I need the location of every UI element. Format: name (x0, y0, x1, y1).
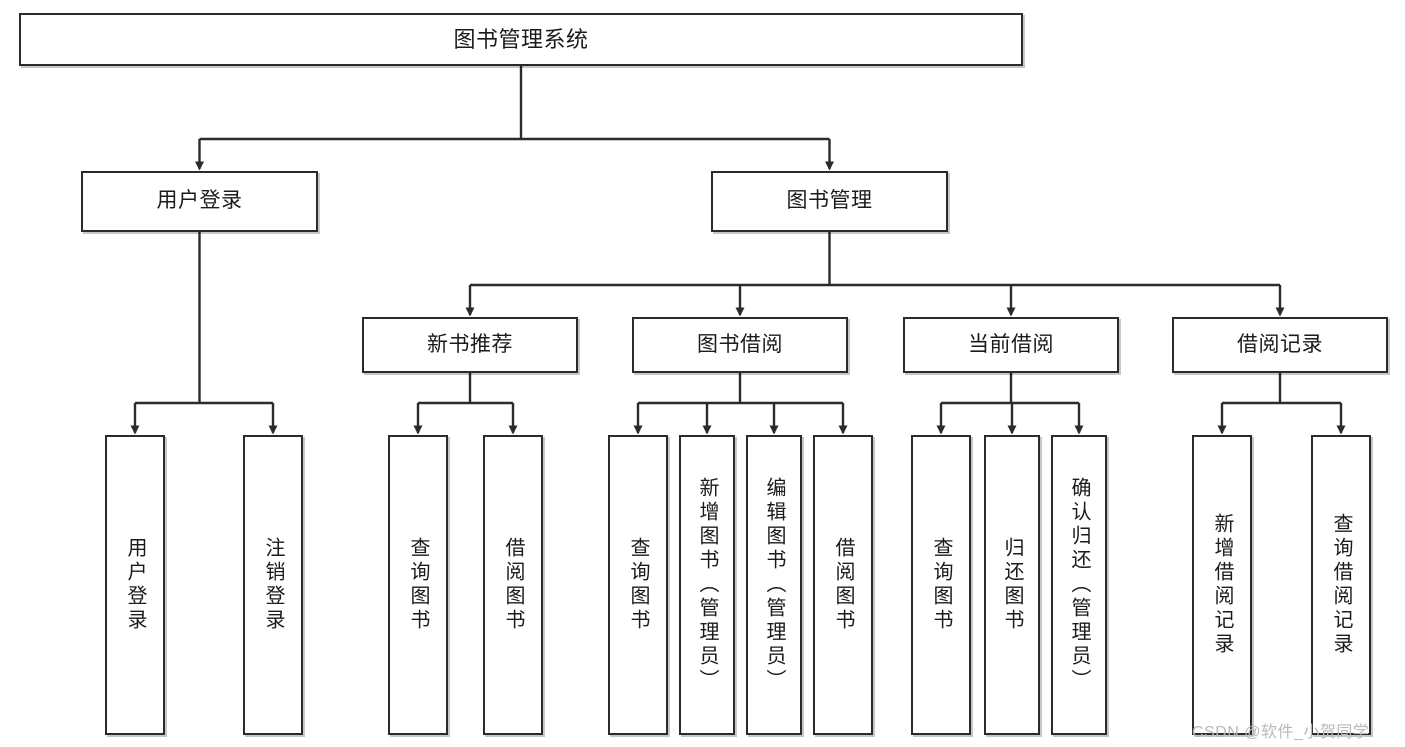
node-leaf-user-logout[interactable]: 注销登录 (243, 435, 303, 735)
node-label-leaf-br-add: 新增借阅记录 (1211, 513, 1233, 657)
node-leaf-cb-return[interactable]: 归还图书 (984, 435, 1040, 735)
node-leaf-bb-edit[interactable]: 编辑图书（管理员） (746, 435, 802, 735)
node-leaf-rec-query[interactable]: 查询图书 (388, 435, 448, 735)
node-label-book-borrow: 图书借阅 (697, 332, 783, 356)
node-label-leaf-cb-query: 查询图书 (930, 537, 952, 633)
node-current-borrow[interactable]: 当前借阅 (903, 317, 1119, 373)
node-leaf-rec-borrow[interactable]: 借阅图书 (483, 435, 543, 735)
node-label-root: 图书管理系统 (453, 26, 589, 52)
node-user-login[interactable]: 用户登录 (81, 171, 318, 232)
node-label-borrow-record: 借阅记录 (1237, 332, 1323, 356)
node-leaf-cb-query[interactable]: 查询图书 (911, 435, 971, 735)
csdn-watermark: CSDN @软件_小贺同学 (1192, 724, 1370, 741)
node-label-leaf-rec-borrow: 借阅图书 (502, 537, 524, 633)
node-label-leaf-cb-confirm: 确认归还（管理员） (1068, 477, 1090, 693)
node-leaf-bb-add[interactable]: 新增图书（管理员） (679, 435, 735, 735)
node-label-leaf-bb-edit: 编辑图书（管理员） (763, 477, 785, 693)
node-leaf-bb-borrow[interactable]: 借阅图书 (813, 435, 873, 735)
node-borrow-record[interactable]: 借阅记录 (1172, 317, 1388, 373)
node-label-leaf-user-login: 用户登录 (124, 537, 146, 633)
node-leaf-bb-query[interactable]: 查询图书 (608, 435, 668, 735)
node-label-leaf-br-query: 查询借阅记录 (1330, 513, 1352, 657)
node-label-leaf-user-logout: 注销登录 (262, 537, 284, 633)
node-book-borrow[interactable]: 图书借阅 (632, 317, 848, 373)
node-new-book-rec[interactable]: 新书推荐 (362, 317, 578, 373)
node-label-leaf-rec-query: 查询图书 (407, 537, 429, 633)
node-leaf-br-add[interactable]: 新增借阅记录 (1192, 435, 1252, 735)
node-label-current-borrow: 当前借阅 (968, 332, 1054, 356)
node-root[interactable]: 图书管理系统 (19, 13, 1023, 66)
node-label-leaf-cb-return: 归还图书 (1001, 537, 1023, 633)
node-book-mgmt[interactable]: 图书管理 (711, 171, 948, 232)
node-label-leaf-bb-query: 查询图书 (627, 537, 649, 633)
node-label-leaf-bb-add: 新增图书（管理员） (696, 477, 718, 693)
node-label-book-mgmt: 图书管理 (786, 189, 873, 213)
node-label-leaf-bb-borrow: 借阅图书 (832, 537, 854, 633)
node-leaf-br-query[interactable]: 查询借阅记录 (1311, 435, 1371, 735)
node-leaf-user-login[interactable]: 用户登录 (105, 435, 165, 735)
node-label-new-book-rec: 新书推荐 (427, 332, 513, 356)
node-leaf-cb-confirm[interactable]: 确认归还（管理员） (1051, 435, 1107, 735)
node-label-user-login: 用户登录 (156, 189, 243, 213)
